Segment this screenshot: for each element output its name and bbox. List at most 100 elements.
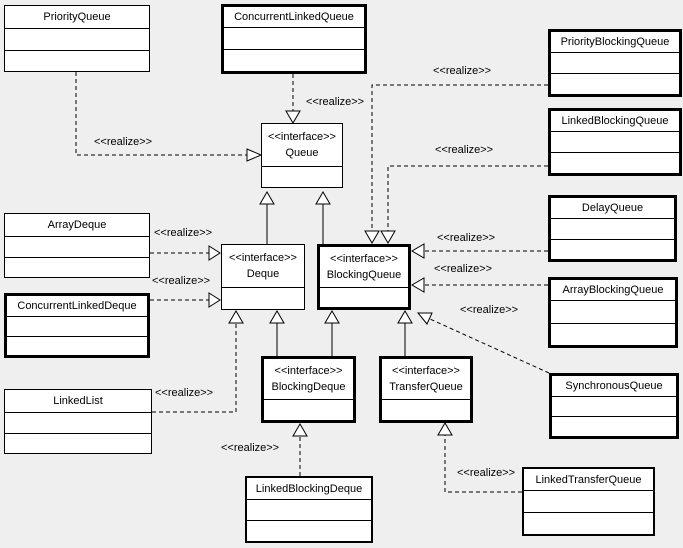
edge-synchronousqueue-to-blockingqueue-line [429,318,550,374]
stereotype-label: <<interface>> [229,252,297,264]
class-box-concurrentlinkedqueue[interactable]: ConcurrentLinkedQueue [221,4,367,74]
stereotype-label: <<interface>> [330,253,398,265]
class-name: LinkedBlockingQueue [551,111,679,132]
attributes-compartment [551,301,675,324]
class-box-linkedtransferqueue[interactable]: LinkedTransferQueue [522,467,655,536]
operations-compartment [551,74,679,94]
edge-arrayblockingqueue-to-blockingqueue-arrowhead [411,277,425,293]
attributes-compartment [524,491,653,513]
class-box-delayqueue[interactable]: DelayQueue [548,195,677,262]
class-box-linkedlist[interactable]: LinkedList [4,389,152,454]
edge-priorityqueue-to-queue-arrowhead [246,148,263,162]
edge-linkedlist-to-deque-line [152,323,237,413]
edge-concurrentlinkeddeque-to-deque-arrowhead [208,292,221,308]
edge-realize-label: <<realize>> [457,467,516,479]
interface-name: BlockingQueue [326,269,402,281]
edge-priorityblockingqueue-to-blockingqueue-arrowhead [364,230,380,244]
operations-compartment [262,167,342,187]
class-box-concurrentlinkeddeque[interactable]: ConcurrentLinkedDeque [4,293,150,358]
edge-realize-label: <<realize>> [435,144,494,156]
class-name: LinkedList [5,390,151,413]
operations-compartment [5,258,149,278]
edge-realize-label: <<realize>> [306,96,365,108]
edge-deque-to-queue-arrowhead [259,191,275,205]
attributes-compartment [5,237,149,258]
edge-realize-label: <<realize>> [155,387,214,399]
interface-name: TransferQueue [389,381,463,393]
class-name: LinkedTransferQueue [524,469,653,491]
edge-linkedtransferqueue-to-transferqueue-arrowhead [437,422,453,436]
interface-box-transferqueue[interactable]: <<interface>> TransferQueue [379,356,473,423]
class-name: ArrayDeque [5,214,149,237]
edge-realize-label: <<realize>> [152,275,211,287]
operations-compartment [7,337,147,356]
edge-linkedtransferqueue-to-transferqueue-line [444,435,522,493]
edge-realize-label: <<realize>> [433,65,492,77]
interface-box-queue[interactable]: <<interface>> Queue [261,123,343,188]
operations-compartment [382,400,470,420]
class-name: SynchronousQueue [552,376,676,397]
edge-arraydeque-to-deque-arrowhead [208,245,221,261]
interface-name: Queue [285,147,319,159]
operations-compartment [5,434,151,454]
class-box-arrayblockingqueue[interactable]: ArrayBlockingQueue [548,277,678,348]
attributes-compartment [552,397,676,417]
edge-blockingdeque-to-blockingqueue-arrowhead [324,310,340,324]
operations-compartment [264,400,353,420]
class-box-synchronousqueue[interactable]: SynchronousQueue [549,373,679,439]
operations-compartment [551,324,675,346]
stereotype-label: <<interface>> [268,131,336,143]
operations-compartment [551,240,674,260]
edge-blockingdeque-to-deque-arrowhead [269,310,285,324]
class-box-linkedblockingdeque[interactable]: LinkedBlockingDeque [245,476,373,543]
edge-realize-label: <<realize>> [460,304,519,316]
attributes-compartment [551,53,679,74]
operations-compartment [5,51,149,72]
edge-linkedblockingqueue-to-blockingqueue-line [387,165,548,231]
edge-realize-label: <<realize>> [94,136,153,148]
attributes-compartment [5,29,149,51]
edge-transferqueue-to-blockingqueue-arrowhead [397,310,413,324]
attributes-compartment [5,413,151,434]
interface-box-deque[interactable]: <<interface>> Deque [221,244,305,310]
class-box-priorityqueue[interactable]: PriorityQueue [4,5,150,72]
interface-name: BlockingDeque [271,381,346,393]
attributes-compartment [551,132,679,153]
class-name: PriorityBlockingQueue [551,32,679,53]
edge-concurrentlinkedqueue-to-queue-arrowhead [285,110,301,124]
attributes-compartment [7,317,147,337]
interface-title: <<interface>> Deque [222,245,304,288]
interface-title: <<interface>> BlockingQueue [320,247,408,288]
class-box-priorityblockingqueue[interactable]: PriorityBlockingQueue [548,29,682,97]
edge-realize-label: <<realize>> [221,442,280,454]
interface-name: Deque [246,268,280,280]
operations-compartment [224,50,364,71]
operations-compartment [247,521,371,541]
class-box-linkedblockingqueue[interactable]: LinkedBlockingQueue [548,108,682,176]
edge-priorityqueue-to-queue-line [75,72,247,156]
edge-linkedlist-to-deque-arrowhead [228,310,244,324]
edge-priorityblockingqueue-to-blockingqueue-line [371,84,548,231]
stereotype-label: <<interface>> [274,365,343,377]
class-name: ArrayBlockingQueue [551,280,675,301]
edge-linkedblockingqueue-to-blockingqueue-arrowhead [380,230,396,244]
attributes-compartment [224,28,364,50]
edge-blockingqueue-to-queue-arrowhead [315,191,331,205]
class-name: LinkedBlockingDeque [247,478,371,500]
interface-box-blockingdeque[interactable]: <<interface>> BlockingDeque [261,356,356,423]
class-box-arraydeque[interactable]: ArrayDeque [4,213,150,278]
interface-box-blockingqueue[interactable]: <<interface>> BlockingQueue [317,244,411,310]
edge-synchronousqueue-to-blockingqueue-arrowhead [416,312,433,325]
edge-realize-label: <<realize>> [437,232,496,244]
interface-title: <<interface>> BlockingDeque [264,359,353,400]
operations-compartment [551,153,679,173]
class-name: PriorityQueue [5,6,149,29]
attributes-compartment [247,500,371,521]
operations-compartment [524,513,653,534]
stereotype-label: <<interface>> [392,365,460,377]
attributes-compartment [551,219,674,240]
operations-compartment [222,288,304,309]
interface-title: <<interface>> TransferQueue [382,359,470,400]
